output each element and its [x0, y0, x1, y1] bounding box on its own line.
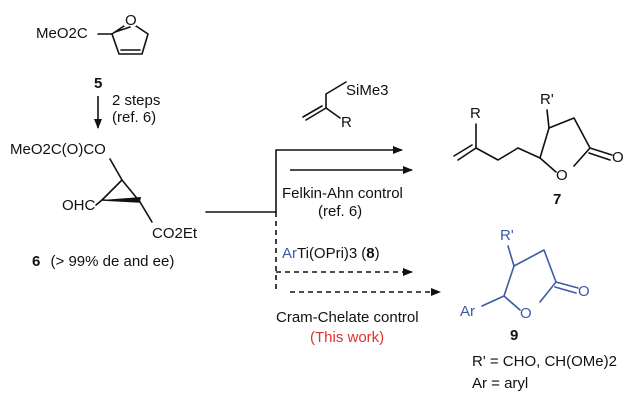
compound-6-structure: MeO2C(O)CO OHC CO2Et 6 (> 99% de and ee) [10, 141, 198, 270]
cram-this-work: (This work) [310, 329, 384, 346]
compound-6-ester-label: CO2Et [152, 225, 198, 242]
compound-7-r-label: R [470, 105, 481, 122]
felkin-control-label: Felkin-Ahn control [282, 185, 403, 202]
compound-6-top-label: MeO2C(O)CO [10, 141, 106, 158]
compound-5-structure: MeO2C O 5 [36, 12, 149, 92]
compound-9-ring-oxygen: O [520, 305, 532, 322]
allylsilane-silyl-label: SiMe3 [346, 82, 389, 99]
compound-7-number: 7 [553, 191, 561, 208]
compound-7-structure: R' O O R 7 [453, 91, 624, 208]
compound-9-structure: R' O O Ar 9 R' = CHO, CH(OMe)2 Ar = aryl [460, 227, 617, 392]
compound-5-number: 5 [94, 75, 102, 92]
step-arrow-line1: 2 steps [112, 92, 160, 109]
step-arrow-line2: (ref. 6) [112, 109, 156, 126]
compound-6-aldehyde-label: OHC [62, 197, 96, 214]
compound-7-r-prime-label: R' [540, 91, 554, 108]
allylsilane-r-label: R [341, 114, 352, 131]
compound-9-carbonyl-oxygen: O [578, 283, 590, 300]
compound-7-carbonyl-oxygen: O [612, 149, 624, 166]
compound-5-ring-oxygen: O [125, 12, 137, 29]
compound-5-ester-label: MeO2C [36, 25, 88, 42]
compound-6-number-caption: 6 (> 99% de and ee) [32, 253, 174, 270]
step-arrow-5-to-6: 2 steps (ref. 6) [94, 92, 160, 129]
compound-9-ar-label: Ar [460, 303, 475, 320]
compound-9-number: 9 [510, 327, 518, 344]
titanium-reagent-label: ArTi(OPri)3(8) [282, 245, 380, 262]
compound-9-r-definition: R' = CHO, CH(OMe)2 [472, 353, 617, 370]
compound-9-ar-definition: Ar = aryl [472, 375, 528, 392]
compound-9-r-prime-label: R' [500, 227, 514, 244]
compound-7-ring-oxygen: O [556, 167, 568, 184]
allylsilane-reagent: SiMe3 R [302, 81, 389, 131]
cram-control-label: Cram-Chelate control [276, 309, 419, 326]
felkin-reference: (ref. 6) [318, 203, 362, 220]
